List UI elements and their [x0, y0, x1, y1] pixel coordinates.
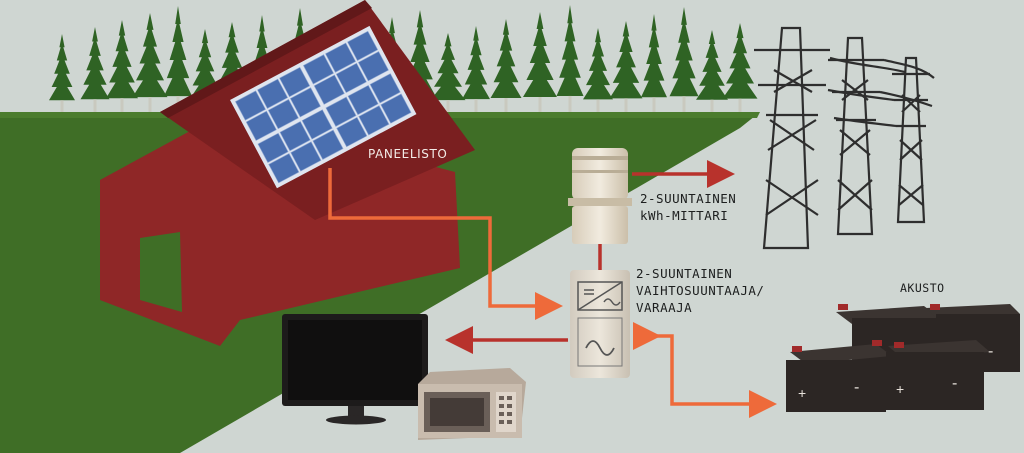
- tree-icon: [722, 23, 758, 99]
- tree-trunk: [504, 98, 508, 112]
- solar-cell: [301, 109, 333, 140]
- tree-icon: [164, 6, 192, 97]
- battery-minus-terminal: -: [988, 343, 993, 360]
- tree-trunk: [120, 98, 124, 112]
- inverter-battery-arrow: [633, 322, 777, 418]
- tree-trunk: [60, 100, 64, 112]
- solar-cell: [358, 105, 390, 136]
- tree-icon: [669, 7, 699, 97]
- tree-trunk: [738, 98, 742, 112]
- tree-icon: [49, 34, 75, 101]
- tree-icon: [556, 5, 584, 96]
- solar-cell: [313, 74, 345, 105]
- battery-bank-icon: + - + - -: [786, 304, 1020, 412]
- tree-icon: [189, 29, 221, 100]
- tree-icon: [583, 28, 613, 100]
- battery-front-left: [786, 340, 892, 412]
- battery-plus-terminal: +: [798, 385, 806, 401]
- battery-minus-terminal: -: [952, 375, 957, 392]
- power-pylon-icon: [754, 26, 935, 250]
- solar-cell: [380, 93, 412, 124]
- tree-icon: [523, 12, 557, 97]
- tree-icon: [106, 20, 138, 99]
- tree-icon: [641, 14, 667, 98]
- tree-trunk: [596, 99, 600, 112]
- kwh-meter-label-line2: kWh-MITTARI: [640, 208, 729, 223]
- panel-to-inverter-arrow: [328, 168, 563, 320]
- tree-trunk: [148, 97, 152, 112]
- inverter-label-line3: VARAAJA: [636, 300, 693, 315]
- tree-icon: [80, 27, 110, 100]
- solar-panel-icon: [230, 25, 417, 189]
- tree-trunk: [568, 95, 572, 112]
- solar-cell: [267, 99, 299, 130]
- tree-icon: [132, 13, 168, 98]
- kwh-meter-label-line1: 2-SUUNTAINEN: [640, 191, 737, 206]
- solar-cell: [325, 96, 357, 127]
- tree-icon: [462, 26, 490, 100]
- battery-minus-terminal: -: [854, 379, 859, 396]
- solar-cell: [325, 42, 357, 73]
- tree-trunk: [652, 97, 656, 112]
- solar-cell: [245, 110, 277, 141]
- kwh-meter-icon: [568, 148, 632, 244]
- tree-trunk: [538, 97, 542, 112]
- tree-trunk: [624, 98, 628, 112]
- solar-cell: [279, 66, 311, 98]
- solar-cell: [336, 116, 368, 148]
- battery-label: AKUSTO: [900, 281, 945, 295]
- solar-cell: [257, 132, 289, 163]
- tree-icon: [430, 33, 466, 101]
- solar-cell: [357, 51, 389, 82]
- tree-trunk: [474, 99, 478, 112]
- tree-trunk: [710, 99, 714, 112]
- inverter-icon: [570, 270, 630, 378]
- inverter-label: 2-SUUNTAINEN VAIHTOSUUNTAAJA/ VARAAJA: [636, 265, 764, 316]
- solar-cell: [235, 90, 266, 121]
- solar-cell: [279, 121, 311, 152]
- tree-trunk: [446, 100, 450, 112]
- solar-cell: [369, 73, 401, 104]
- solar-cell: [335, 62, 367, 94]
- microwave-icon: [418, 368, 526, 440]
- battery-front-right: [886, 340, 990, 410]
- solar-cell: [312, 129, 344, 160]
- panels-label: PANEELISTO: [368, 147, 448, 161]
- solar-cell: [347, 30, 379, 61]
- tv-icon: [282, 314, 428, 425]
- tree-icon: [609, 21, 643, 99]
- tree-icon: [696, 30, 728, 100]
- solar-cell: [268, 153, 300, 184]
- solar-cell: [347, 84, 379, 116]
- solar-cell: [302, 54, 334, 85]
- battery-plus-terminal: +: [896, 381, 904, 397]
- solar-cell: [290, 141, 322, 172]
- solar-cell: [289, 87, 321, 118]
- tree-trunk: [93, 99, 97, 112]
- inverter-label-line1: 2-SUUNTAINEN: [636, 266, 733, 281]
- inverter-label-line2: VAIHTOSUUNTAAJA/: [636, 283, 765, 298]
- solar-cell: [257, 78, 289, 109]
- kwh-meter-label: 2-SUUNTAINEN kWh-MITTARI: [640, 190, 736, 224]
- tree-icon: [490, 19, 522, 99]
- tree-trunk: [682, 96, 686, 112]
